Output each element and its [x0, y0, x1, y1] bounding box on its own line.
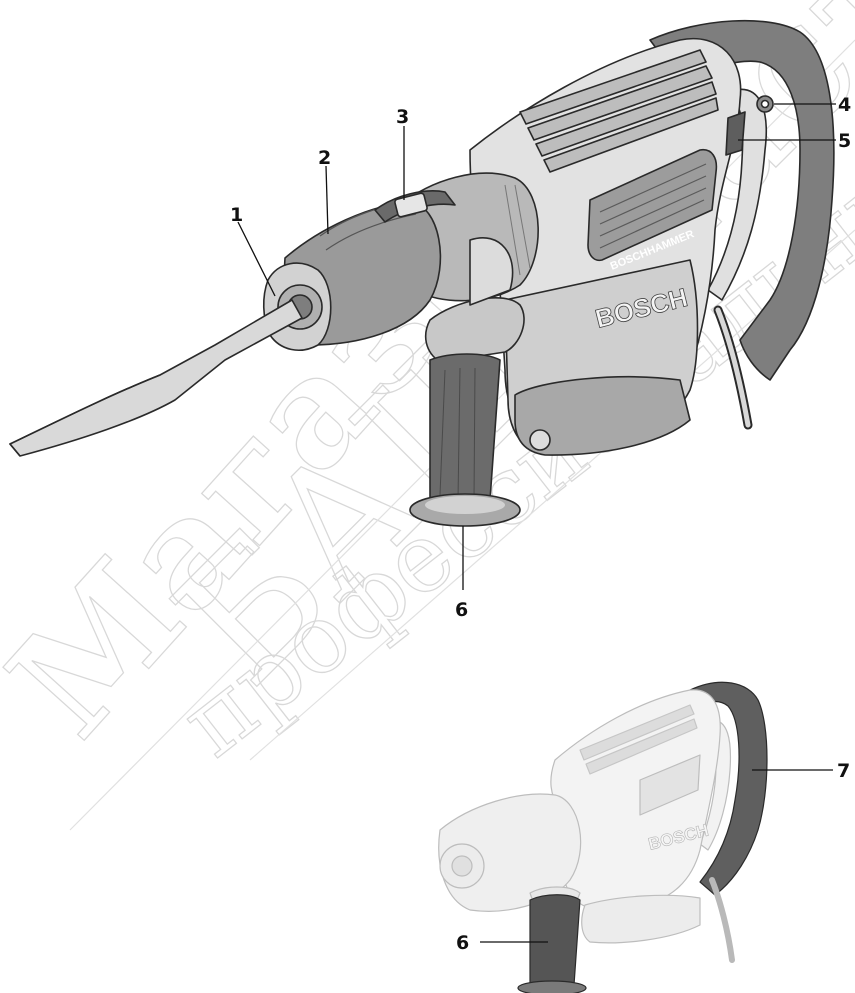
inset-ribs: [579, 704, 698, 775]
callout-5: 5: [838, 130, 851, 152]
grip-ridges: [439, 367, 476, 501]
callout-3: 3: [396, 106, 409, 128]
inset-base: [581, 894, 701, 944]
callout-2: 2: [318, 147, 331, 169]
callout-7: 7: [837, 760, 850, 782]
callout-6-inset: 6: [456, 932, 469, 954]
tool-base: [514, 376, 691, 456]
aux-handle-neck: [469, 237, 514, 306]
switch-lever: [725, 111, 746, 156]
leader-lines-main: [237, 103, 836, 590]
rear-handle: [649, 19, 835, 381]
side-vent-slots: [599, 163, 707, 249]
callouts-inset: 7 6: [456, 760, 850, 954]
inset-cord: [709, 877, 735, 963]
inset-illustration: BOSCH: [438, 681, 768, 993]
lock-indicator: [394, 192, 428, 218]
base-screw: [529, 429, 551, 451]
callout-4: 4: [838, 94, 851, 116]
inset-vent-panel: [639, 754, 701, 816]
callout-1: 1: [230, 204, 243, 226]
side-vent-panel: [587, 148, 718, 262]
callouts-main: 1 2 3 4 5 6: [230, 94, 851, 621]
inset-aux-handle: [529, 894, 581, 992]
collar-ribs: [504, 184, 531, 276]
leader-lines-inset: [480, 769, 833, 943]
hammer-main-illustration: BOSCHHAMMER BOSCH: [9, 19, 835, 527]
callout-6: 6: [455, 599, 468, 621]
watermark-rule-2: [249, 229, 855, 761]
cooling-ribs: [519, 49, 719, 173]
